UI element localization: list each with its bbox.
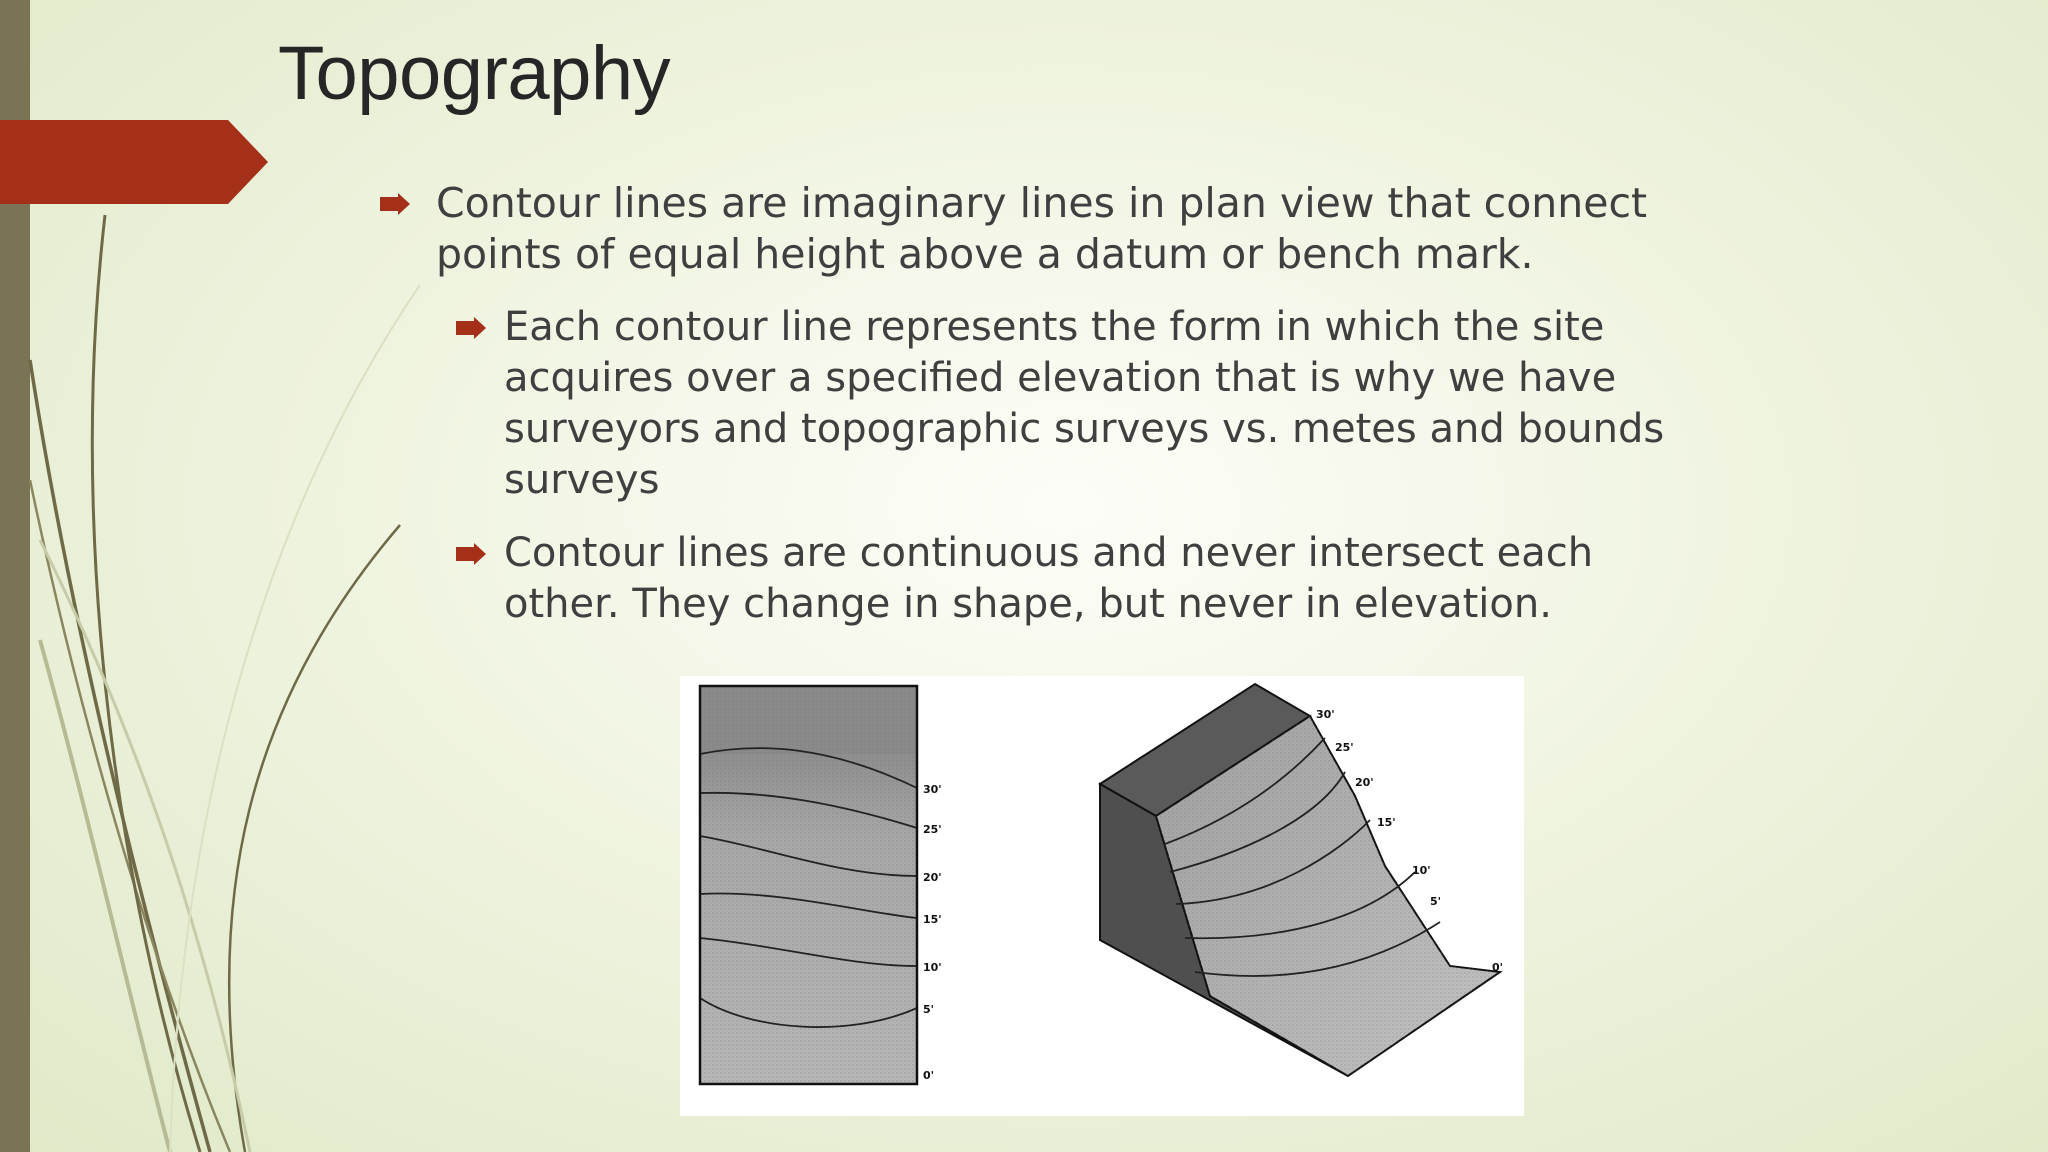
bullet-level-1: Contour lines are imaginary lines in pla…: [380, 178, 1700, 280]
contour-diagram: 30' 25' 20' 15' 10' 5' 0' 3: [698, 682, 1503, 1086]
isometric-view-diagram: [1098, 682, 1503, 1078]
plan-view-labels: 30' 25' 20' 15' 10' 5' 0': [923, 783, 942, 1082]
bullet-text: Contour lines are imaginary lines in pla…: [436, 179, 1648, 278]
iso-label: 15': [1377, 816, 1396, 829]
bullet-text: Contour lines are continuous and never i…: [504, 530, 1594, 627]
plan-label: 25': [923, 823, 942, 836]
iso-label: 0': [1492, 961, 1503, 974]
plan-label: 20': [923, 871, 942, 884]
arrow-bullet-icon: [456, 543, 486, 565]
iso-label: 30': [1316, 708, 1335, 721]
plan-label: 0': [923, 1069, 934, 1082]
isometric-view-labels: 30' 25' 20' 15' 10' 5' 0': [1316, 708, 1503, 974]
bullet-text: Each contour line represents the form in…: [504, 304, 1665, 503]
iso-label: 20': [1355, 776, 1374, 789]
bullet-level-2: Contour lines are continuous and never i…: [456, 528, 1706, 630]
iso-label: 25': [1335, 741, 1354, 754]
plan-view-diagram: [698, 684, 919, 1086]
arrow-bullet-icon: [456, 317, 486, 339]
slide-title: Topography: [278, 31, 671, 116]
plan-label: 30': [923, 783, 942, 796]
arrow-bullet-icon: [380, 193, 410, 215]
iso-label: 5': [1430, 895, 1441, 908]
plan-label: 10': [923, 961, 942, 974]
plan-label: 5': [923, 1003, 934, 1016]
plan-label: 15': [923, 913, 942, 926]
decorative-sweep-lines: [28, 214, 420, 1152]
iso-label: 10': [1412, 864, 1431, 877]
bullet-level-2: Each contour line represents the form in…: [456, 302, 1706, 506]
contour-figure: 30' 25' 20' 15' 10' 5' 0' 3: [680, 676, 1524, 1116]
accent-arrow-shape: [0, 120, 268, 204]
